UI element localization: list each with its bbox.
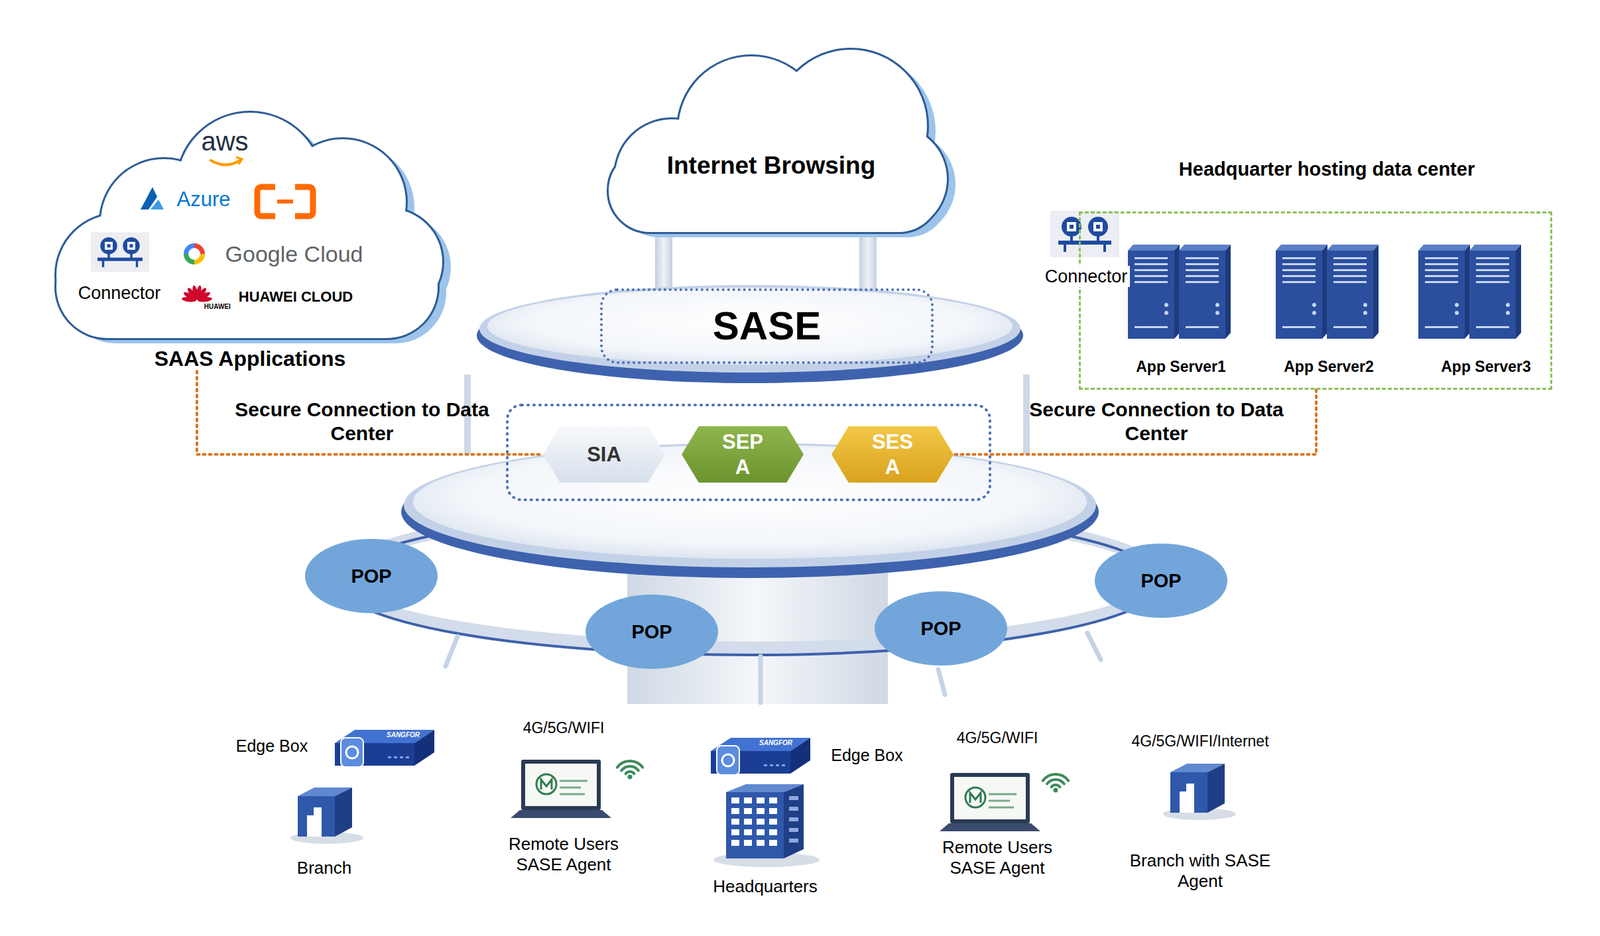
icons [290,210,1522,868]
aws-logo-text: aws [200,125,248,158]
headquarters-site: Headquarters [695,792,835,898]
brand-label: SANGFOR [386,732,420,739]
sase-disk-top [487,287,1013,365]
connector-icon: Connector [59,225,180,304]
connector-icon: Connector [1029,212,1143,288]
cloud-layer [56,112,443,339]
service-frame [507,405,990,500]
sase-disk-edge [479,285,1021,373]
remote-user-text: 4G/5G/WIFI [956,729,1039,748]
cloud-layer [608,49,947,233]
server-symbol [1275,244,1379,339]
stub [1023,374,1030,455]
pop-ellipse-text: POP [350,564,392,589]
server-symbol [1418,244,1522,339]
service-hexagon: SIA [543,426,666,483]
branch-agent-site-text: Branch with SASE Agent [1120,850,1280,892]
service-hexagon-text: SEP A [714,429,771,479]
app-server-text: App Server3 [1440,358,1532,377]
pop-ellipse-text: POP [1140,569,1181,593]
edge-box-text: Edge Box [236,736,308,756]
headquarters-site-text: Headquarters [712,876,818,898]
branch-building-symbol [290,787,364,845]
edge-box-text: Edge Box [830,745,903,766]
pop-ellipse: POP [874,591,1008,666]
spokes [445,633,1101,703]
app-server: App Server1 [1114,240,1248,377]
edge-label: Secure Connection to Data Center [222,397,502,446]
cloud-outline [592,36,951,236]
data-center-box-text: Headquarter hosting data center [1080,157,1573,182]
pillar [859,225,877,299]
branch-agent-site: 4G/5G/WIFI/InternetBranch with SASE Agen… [1100,732,1300,892]
saas-cloud-text: SAAS Applications [154,346,347,372]
laptop-symbol [510,759,612,819]
server-symbol [1127,244,1231,339]
service-hexagon: SEP A [681,426,804,483]
app-server-text: App Server1 [1135,358,1227,377]
huawei-cloud-logo-text: HUAWEI CLOUD [238,288,353,306]
google-cloud-logo: Google Cloud [175,237,378,271]
service-hexagon: SES A [831,426,954,483]
sase-box-text: SASE [712,302,821,351]
edge-box-symbol [710,738,811,776]
pop-ellipse: POP [1094,543,1228,618]
service-hexagon-text: SES A [864,429,921,479]
saas-cloud: SAAS Applications awsAzureConnector Google… [51,109,449,372]
pop-ellipse: POP [305,539,438,614]
saas-logos [90,157,313,303]
cloud-outline [51,109,449,342]
azure-logo: Azure [135,184,243,215]
app-server: App Server2 [1262,240,1396,377]
secure-connection-line [953,389,1317,455]
laptop-symbol [939,773,1041,832]
branch-site: Branch [271,779,378,879]
connector-icon-text: Connector [1042,265,1131,288]
sase-box: SASE [600,288,934,365]
remote-user: 4G/5G/WIFI Remote Users SASE Agent [474,719,654,876]
wifi-symbol [1043,774,1069,793]
headquarters-building-symbol [713,784,820,868]
wifi-symbol [617,761,643,780]
app-server: App Server3 [1418,240,1554,377]
huawei-cloud-logo: HUAWEI HUAWEI CLOUD [182,279,375,315]
edge-box: Edge Box [225,732,319,760]
data-center-box: Headquarter hosting data centerConnector… [1078,211,1553,390]
brand-label: SANGFOR [759,739,793,747]
connector-icon-text: Connector [78,282,162,304]
edge-box: Edge Box [822,741,912,770]
secure-connection-line [196,371,544,455]
edge-label: Secure Connection to Data Center [1017,397,1296,446]
edge-box-symbol [334,730,435,768]
cloud-layer [617,55,956,238]
azure-logo-text: Azure [177,186,231,212]
branch-agent-site-text: 4G/5G/WIFI/Internet [1131,732,1269,752]
internet-cloud-text: Internet Browsing [667,151,876,181]
huawei-cloud-logo-text: HUAWEI [204,283,231,311]
cloud-layer [56,112,443,339]
pop-ellipse-text: POP [631,620,672,644]
internet-cloud: Internet Browsing [592,36,951,243]
pop-ellipse: POP [585,594,719,670]
cloud-layer [608,49,947,233]
cloud-layer [64,118,451,344]
connector-symbol [1050,210,1120,258]
remote-user-text: Remote Users SASE Agent [500,834,627,876]
remote-user-text: Remote Users SASE Agent [934,837,1061,879]
branch-building-symbol [1163,763,1236,821]
remote-user: 4G/5G/WIFI Remote Users SASE Agent [907,729,1087,879]
connector-symbol [90,232,150,272]
aws-logo: aws [191,122,258,160]
google-cloud-logo-text: Google Cloud [225,240,364,268]
service-hexagon-text: SIA [586,442,622,467]
remote-user-text: 4G/5G/WIFI [523,719,605,739]
app-server-text: App Server2 [1283,358,1374,377]
pop-ellipse-text: POP [920,617,961,641]
branch-site-text: Branch [297,858,352,879]
